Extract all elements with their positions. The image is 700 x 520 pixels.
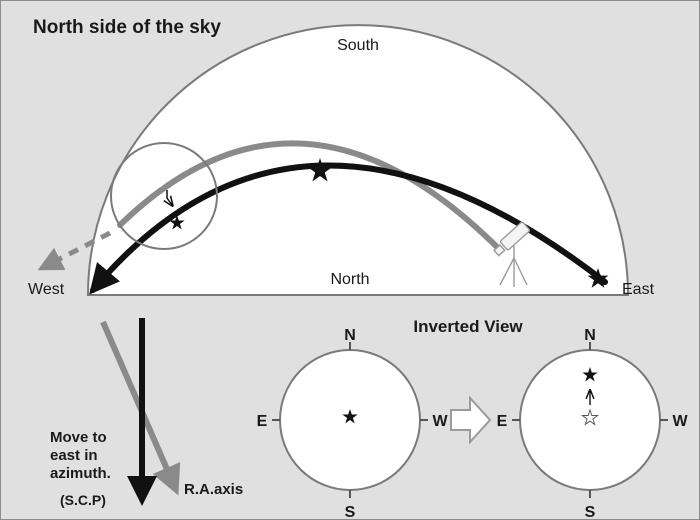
compass-left-s: S xyxy=(345,504,356,520)
compass-right-e: E xyxy=(497,413,508,430)
north-label: North xyxy=(330,271,369,288)
west-label: West xyxy=(28,281,65,298)
compass-right: N S E W xyxy=(497,327,689,520)
compass-left-n: N xyxy=(344,327,356,344)
diagram-title: North side of the sky xyxy=(33,17,221,38)
compass-left-w: W xyxy=(432,413,448,430)
motion-note-line1: Move to xyxy=(50,429,107,446)
motion-note-line2: east in xyxy=(50,447,98,464)
ra-axis-label: R.A.axis xyxy=(184,481,243,498)
south-label: South xyxy=(337,37,379,54)
scp-label: (S.C.P) xyxy=(60,492,106,508)
motion-note-line3: azimuth. xyxy=(50,465,111,482)
east-label: East xyxy=(622,281,655,298)
compass-left-e: E xyxy=(257,413,268,430)
compass-right-n: N xyxy=(584,327,596,344)
compass-left: N S E W xyxy=(257,327,449,520)
transition-arrow-icon xyxy=(451,398,490,442)
compass-right-w: W xyxy=(672,413,688,430)
compass-right-s: S xyxy=(585,504,596,520)
inverted-view-title: Inverted View xyxy=(413,317,523,336)
sky-dome xyxy=(88,25,628,295)
